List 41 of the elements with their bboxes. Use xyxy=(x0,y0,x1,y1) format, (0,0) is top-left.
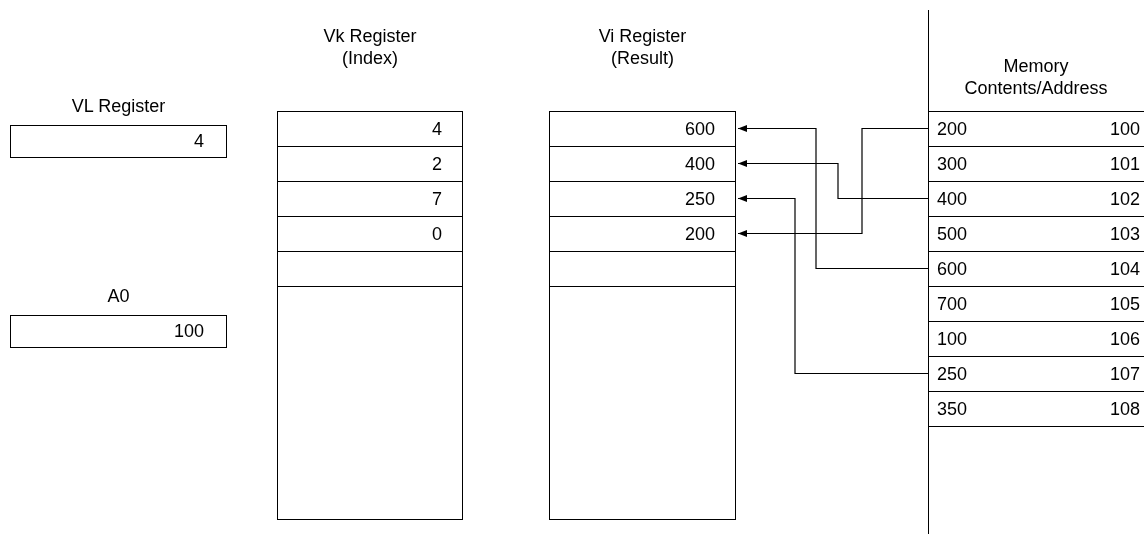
register-cell xyxy=(277,251,463,287)
register-cell: 250 xyxy=(549,181,736,217)
memory-address: 102 xyxy=(1109,188,1140,211)
register-cell: 7 xyxy=(277,181,463,217)
memory-address: 106 xyxy=(1109,328,1140,351)
register-cell: 0 xyxy=(277,216,463,252)
register-value-box: 4 xyxy=(10,125,227,158)
memory-address: 108 xyxy=(1109,398,1140,421)
register-cell: 2 xyxy=(277,146,463,182)
memory-address: 107 xyxy=(1109,363,1140,386)
memory-contents: 200 xyxy=(937,118,968,141)
memory-address: 100 xyxy=(1109,118,1140,141)
memory-address: 104 xyxy=(1109,258,1140,281)
register-heading: Vi Register (Result) xyxy=(597,25,688,69)
memory-contents: 300 xyxy=(937,153,968,176)
register-cell xyxy=(549,251,736,287)
register-label: A0 xyxy=(106,285,131,307)
register-value-box: 100 xyxy=(10,315,227,348)
arrow xyxy=(737,124,930,270)
memory-address: 101 xyxy=(1109,153,1140,176)
memory-contents: 400 xyxy=(937,188,968,211)
memory-contents: 600 xyxy=(937,258,968,281)
memory-address: 105 xyxy=(1109,293,1140,316)
register-heading: Vk Register (Index) xyxy=(322,25,418,69)
memory-address: 103 xyxy=(1109,223,1140,246)
arrow xyxy=(737,194,930,375)
memory-heading: Memory Contents/Address xyxy=(963,55,1109,99)
register-cell: 400 xyxy=(549,146,736,182)
arrow xyxy=(737,159,930,200)
register-cell: 200 xyxy=(549,216,736,252)
memory-contents: 350 xyxy=(937,398,968,421)
memory-contents: 250 xyxy=(937,363,968,386)
register-cell: 600 xyxy=(549,111,736,147)
arrow xyxy=(737,127,930,238)
register-cell xyxy=(277,286,463,520)
memory-contents: 700 xyxy=(937,293,968,316)
memory-contents: 500 xyxy=(937,223,968,246)
memory-contents: 100 xyxy=(937,328,968,351)
register-label: VL Register xyxy=(70,95,167,117)
register-cell xyxy=(549,286,736,520)
register-cell: 4 xyxy=(277,111,463,147)
